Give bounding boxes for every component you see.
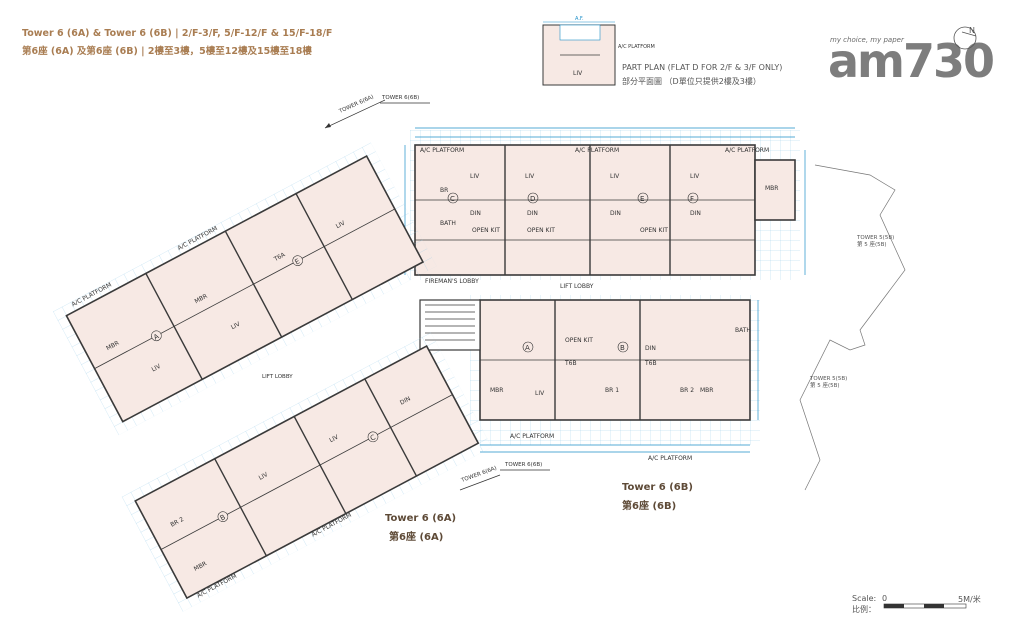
tower-6a-upper-wing: MBR LIV MBR LIV T6A LIV A/C PLATFORM A/C… xyxy=(52,142,437,436)
svg-text:LIV: LIV xyxy=(610,173,620,180)
north-compass-icon: N xyxy=(953,26,977,50)
svg-text:MBR: MBR xyxy=(490,387,503,394)
svg-text:LIV: LIV xyxy=(690,173,700,180)
scale-five: 5M/米 xyxy=(958,595,981,604)
svg-text:A: A xyxy=(152,332,160,341)
svg-text:DIN: DIN xyxy=(690,210,701,217)
svg-text:FIREMAN'S LOBBY: FIREMAN'S LOBBY xyxy=(425,278,479,285)
svg-text:BATH: BATH xyxy=(735,327,751,334)
svg-text:B: B xyxy=(219,513,227,522)
svg-text:LIV: LIV xyxy=(328,433,340,444)
logo-wordmark: am730 xyxy=(828,34,995,88)
svg-text:BR: BR xyxy=(440,187,448,194)
svg-text:DIN: DIN xyxy=(610,210,621,217)
tower-6a-label-chinese: 第6座 (6A) xyxy=(389,532,444,543)
svg-text:F: F xyxy=(690,195,694,203)
svg-text:LIV: LIV xyxy=(230,320,242,331)
svg-text:LIV: LIV xyxy=(535,390,545,397)
logo-tagline: my choice, my paper xyxy=(830,36,904,44)
part-plan-title-english: PART PLAN (FLAT D FOR 2/F & 3/F ONLY) xyxy=(622,63,783,72)
svg-text:TOWER 6(6A): TOWER 6(6A) xyxy=(337,94,374,115)
svg-text:C: C xyxy=(450,195,455,203)
svg-text:MBR: MBR xyxy=(765,185,778,192)
svg-text:LIV: LIV xyxy=(258,471,270,482)
svg-text:BR 2: BR 2 xyxy=(680,387,694,394)
svg-text:A: A xyxy=(525,344,530,352)
svg-text:LIV: LIV xyxy=(150,362,162,373)
svg-text:DIN: DIN xyxy=(527,210,538,217)
part-plan-inset: A.F. A/C PLATFORM LIV xyxy=(542,16,655,86)
svg-text:OPEN KIT: OPEN KIT xyxy=(640,227,668,234)
svg-text:D: D xyxy=(530,195,535,203)
tower-6a-label-english: Tower 6 (6A) xyxy=(385,513,457,524)
scale-bar xyxy=(883,603,967,609)
scale-zero: 0 xyxy=(882,594,888,603)
svg-text:MBR: MBR xyxy=(700,387,713,394)
svg-text:LIV: LIV xyxy=(525,173,535,180)
tower-6b-label-english: Tower 6 (6B) xyxy=(622,482,693,493)
part-plan-ac: A/C PLATFORM xyxy=(618,44,655,50)
svg-text:DIN: DIN xyxy=(399,395,412,406)
title-chinese: 第6座 (6A) 及第6座 (6B) | 2樓至3樓，5樓至12樓及15樓至18… xyxy=(22,46,312,57)
svg-text:A/C PLATFORM: A/C PLATFORM xyxy=(575,147,619,154)
tower-6b-lower-wing: MBR LIV T6B OPEN KIT BR 1 BR 2 T6B DIN M… xyxy=(419,278,760,462)
svg-text:LIFT LOBBY: LIFT LOBBY xyxy=(262,374,293,380)
scale-label-chinese: 比例： xyxy=(852,605,876,614)
svg-text:E: E xyxy=(294,257,302,266)
svg-text:第 5 座(5B): 第 5 座(5B) xyxy=(810,381,840,389)
svg-text:DIN: DIN xyxy=(470,210,481,217)
svg-text:BATH: BATH xyxy=(440,220,456,227)
svg-text:A/C PLATFORM: A/C PLATFORM xyxy=(510,433,554,440)
svg-text:OPEN KIT: OPEN KIT xyxy=(472,227,500,234)
svg-text:LIV: LIV xyxy=(335,219,347,230)
svg-text:BR 1: BR 1 xyxy=(605,387,619,394)
svg-text:T6B: T6B xyxy=(644,360,657,367)
svg-text:C: C xyxy=(369,433,377,442)
part-plan-af: A.F. xyxy=(575,16,584,22)
part-plan-liv: LIV xyxy=(573,70,583,77)
svg-text:A/C PLATFORM: A/C PLATFORM xyxy=(420,147,464,154)
svg-text:B: B xyxy=(620,344,625,352)
tower-6a-lower-wing: BR 2 MBR LIV LIV DIN A/C PLATFORM A/C PL… xyxy=(121,332,492,612)
svg-text:LIFT LOBBY: LIFT LOBBY xyxy=(560,283,594,290)
svg-text:LIV: LIV xyxy=(470,173,480,180)
svg-text:E: E xyxy=(640,195,644,203)
svg-text:DIN: DIN xyxy=(645,345,656,352)
tower-6b-label-chinese: 第6座 (6B) xyxy=(622,501,677,512)
svg-text:TOWER 6(6B): TOWER 6(6B) xyxy=(504,462,542,468)
svg-text:TOWER 6(6B): TOWER 6(6B) xyxy=(381,95,419,101)
am730-logo: my choice, my paper am730 xyxy=(828,24,995,88)
part-plan-title-chinese: 部分平面圖 （D單位只提供2樓及3樓） xyxy=(622,77,761,86)
tower-5b-outline: TOWER 5(5B) 第 5 座(5B) TOWER 5(5B) 第 5 座(… xyxy=(799,164,906,491)
svg-text:第 5 座(5B): 第 5 座(5B) xyxy=(857,240,887,248)
compass-letter: N xyxy=(969,26,975,35)
svg-text:TOWER 5(5B): TOWER 5(5B) xyxy=(809,376,847,382)
svg-text:OPEN KIT: OPEN KIT xyxy=(565,337,593,344)
svg-text:OPEN KIT: OPEN KIT xyxy=(527,227,555,234)
tower-6b-upper-wing: A/C PLATFORM A/C PLATFORM A/C PLATFORM B… xyxy=(404,127,806,290)
svg-text:A/C PLATFORM: A/C PLATFORM xyxy=(725,147,769,154)
title-english: Tower 6 (6A) & Tower 6 (6B) | 2/F-3/F, 5… xyxy=(22,28,333,39)
svg-text:TOWER 6(6A): TOWER 6(6A) xyxy=(460,466,498,485)
svg-text:TOWER 5(5B): TOWER 5(5B) xyxy=(856,235,894,241)
svg-text:A/C PLATFORM: A/C PLATFORM xyxy=(648,455,692,462)
scale-label-english: Scale: xyxy=(852,594,877,603)
svg-text:T6B: T6B xyxy=(564,360,577,367)
